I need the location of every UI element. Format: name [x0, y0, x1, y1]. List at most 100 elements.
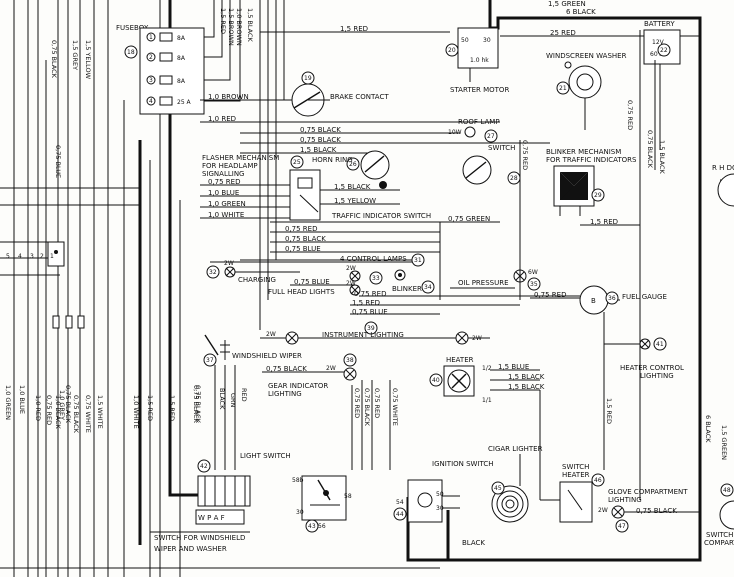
wire-label: 1,0 BLUE — [18, 385, 26, 414]
center-vertical-wires: 0,75 RED 0,75 BLACK 0,75 RED 0,75 WHITE — [351, 380, 399, 470]
wire-label: 1,0 BROWN — [235, 8, 243, 46]
instrument-lighting: 39 INSTRUMENT LIGHTING 2W 2W — [260, 321, 490, 345]
ignition-label: IGNITION SWITCH — [432, 460, 494, 468]
starter-number: 20 — [448, 47, 456, 54]
wire-label: 0,75 WHITE — [391, 388, 399, 426]
fuse-rating: 8A — [177, 78, 186, 85]
battery-capacity: 60 Ah — [650, 51, 668, 58]
wire-label: 0,75 WHITE — [84, 395, 92, 433]
wire-label: 1,0 GREEN — [208, 200, 246, 208]
roof-lamp-number: 27 — [487, 133, 495, 140]
windshield-wiper: 37 WINDSHIELD WIPER 0,75 BLACK BLACK GRN… — [194, 334, 302, 470]
cigar-label: CIGAR LIGHTER — [488, 445, 543, 453]
heater-ctrl-label2: LIGHTING — [640, 372, 674, 380]
wire-label: 0,75 RED — [534, 291, 567, 299]
fhl-label: FULL HEAD LIGHTS — [268, 288, 335, 296]
mid-wires: 0,75 RED 1,5 RED 0,75 BLUE — [350, 290, 580, 316]
sw43-terminal: 56 — [318, 523, 326, 530]
blinker-label: BLINKER — [392, 285, 422, 293]
wiper-label: WINDSHIELD WIPER — [232, 352, 302, 360]
heater-control-lighting: 41 HEATER CONTROL LIGHTING — [604, 337, 684, 380]
wire-label: 1,5 RED — [352, 299, 380, 307]
switch-heater: SWITCH HEATER 46 — [539, 390, 605, 523]
wire-label: 1,5 RED — [219, 8, 227, 34]
switch-wiper-terminals: W P A F — [198, 514, 225, 522]
fuel-gauge: 0,75 RED B 36 FUEL GAUGE — [530, 285, 667, 315]
svg-text:1: 1 — [149, 34, 153, 41]
wire-label: 1,5 RED — [146, 395, 154, 421]
wire-label: 1,5 BLACK — [246, 8, 254, 43]
wire-label: 1,0 WHITE — [132, 395, 140, 429]
right-edge-gauge — [717, 173, 734, 207]
traffic-switch-label: TRAFFIC INDICATOR SWITCH — [331, 212, 431, 220]
wire-label: 0,75 BLACK — [194, 385, 202, 424]
flasher-label: FLASHER MECHANISM — [202, 154, 279, 162]
wire-label: 0,75 RED — [354, 290, 387, 298]
wire-label: 0,75 BLACK — [266, 365, 307, 373]
wire-label: 0,75 RED — [521, 140, 529, 170]
instr-rating: 2W — [266, 331, 276, 338]
ign-terminal: 54 — [396, 499, 404, 506]
wire-label: 0,75 BLUE — [294, 278, 330, 286]
glove-label: GLOVE COMPARTMENT — [608, 488, 688, 496]
fuse-rating: 8A — [177, 55, 186, 62]
wire-label: 1,5 YELLOW — [334, 197, 376, 205]
wire-label: 0,75 RED — [45, 395, 53, 425]
fuse-3: 3 8A — [146, 75, 186, 85]
blinker-mech-label2: FOR TRAFFIC INDICATORS — [546, 156, 637, 164]
flasher-label2: FOR HEADLAMP — [202, 162, 258, 170]
fuse-rating: 25 A — [177, 99, 192, 106]
wire-label: 1,0 RED — [34, 395, 42, 421]
wire-label: 1,0 RED — [208, 115, 236, 123]
wire-label: 1,5 BLUE — [498, 363, 529, 371]
wire-label: 0,75 BLUE — [285, 245, 321, 253]
brake-label: BRAKE CONTACT — [330, 93, 389, 101]
washer-number: 21 — [559, 85, 567, 92]
instr-rating2: 2W — [472, 335, 482, 342]
charging-lamp: 32 2W CHARGING — [206, 260, 300, 284]
traffic-indicator-switch: TRAFFIC INDICATOR SWITCH — [331, 212, 431, 220]
fuse-2: 2 8A — [146, 52, 186, 62]
switch-heater-label2: HEATER — [562, 471, 590, 479]
wire-label: RED — [240, 388, 248, 402]
wire-label: 0,75 BLACK — [646, 130, 654, 169]
ign-terminal: 50 — [436, 491, 444, 498]
switch-wiper-label: SWITCH FOR WINDSHIELD — [154, 534, 245, 542]
ignition-switch: IGNITION SWITCH 44 54 50 30 BLACK — [393, 460, 494, 547]
wire-label: 1,5 YELLOW — [84, 40, 92, 80]
horn-label: HORN RING — [312, 156, 353, 164]
control-lamps: 4 CONTROL LAMPS 31 — [210, 253, 425, 267]
heater-number: 40 — [432, 377, 440, 384]
wire-label: 1,5 BLACK — [658, 140, 666, 175]
left-wire-bundle — [0, 0, 440, 577]
svg-text:B: B — [591, 297, 596, 305]
wire-label: 1,5 BLACK — [300, 146, 337, 154]
wire-label: 1,0 BLACK — [54, 395, 62, 430]
battery-label: BATTERY — [644, 20, 675, 28]
wire-label: 1,0 GREEN — [4, 385, 12, 420]
svg-text:4: 4 — [149, 98, 153, 105]
wire-label: 1,5 GREEN — [720, 425, 728, 460]
wire-label: 6 BLACK — [566, 8, 596, 16]
wire-label: 0,75 BLACK — [636, 507, 677, 515]
oil-rating: 6W — [528, 269, 538, 276]
switch-heater-number: 46 — [594, 477, 602, 484]
compartment-switch-right: 48 SWITCH COMPART — [704, 483, 734, 547]
fhl-number: 33 — [372, 275, 380, 282]
heater-ctrl-number: 41 — [656, 341, 664, 348]
left-top-labels: 0,75 BLACK 1,5 GREY 1,5 YELLOW 0,75 BLUE… — [50, 8, 254, 178]
gear-label2: LIGHTING — [268, 390, 302, 398]
wire-label: 25 RED — [550, 29, 576, 37]
switch-windshield: W P A F SWITCH FOR WINDSHIELD WIPER AND … — [150, 509, 250, 553]
roof-lamp-rating: 10W — [448, 129, 462, 136]
fusebox-number: 18 — [127, 49, 135, 56]
blinker-number: 34 — [424, 284, 432, 291]
wire-label: 1,5 RED — [590, 218, 618, 226]
roof-lamp-label: ROOF-LAMP — [458, 118, 500, 126]
switch-heater-label: SWITCH — [562, 463, 589, 471]
wire-label: BLACK — [462, 539, 485, 547]
fuse-1: 1 8A — [146, 32, 186, 42]
wire-label: 0,75 BLACK — [50, 40, 58, 79]
flasher-mechanism: FLASHER MECHANISM FOR HEADLAMP SIGNALLIN… — [202, 154, 321, 221]
